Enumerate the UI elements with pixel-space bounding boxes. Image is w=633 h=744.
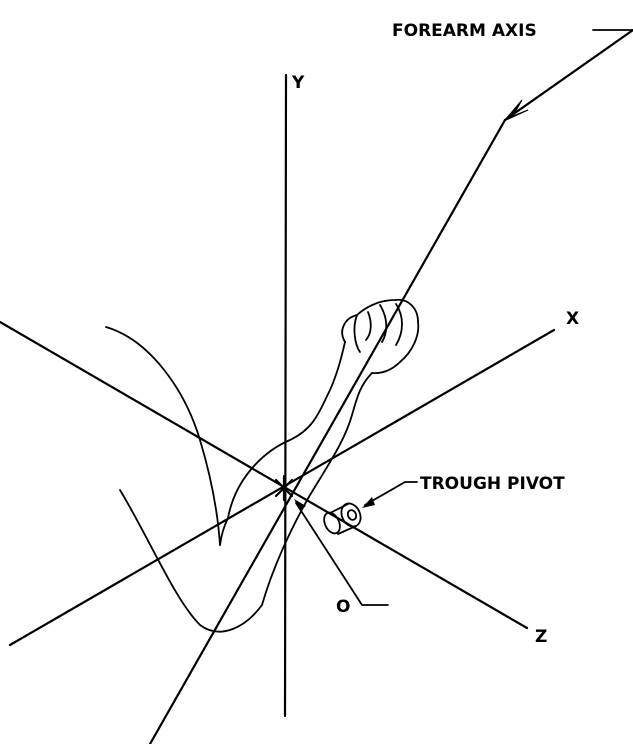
forearm-axis-line-lower: [148, 118, 507, 744]
origin-label: O: [336, 597, 350, 617]
forearm-axis-label: FOREARM AXIS: [392, 21, 537, 41]
fist-finger-crease-2: [379, 304, 388, 343]
origin-leader-arrowhead: [294, 499, 306, 510]
trough-pivot-leader: [364, 481, 418, 506]
hand-fist-outline: [341, 298, 420, 375]
upper-arm-outline: [105, 326, 221, 546]
origin-leader: [295, 502, 389, 606]
elbow-detail: [219, 517, 229, 546]
y-axis-line: [283, 73, 288, 718]
forearm-inner-contour: [261, 372, 373, 606]
fist-thumb: [353, 314, 361, 353]
trough-pivot-arrowhead: [362, 497, 375, 508]
trough-pivot-cylinder: [323, 502, 362, 535]
y-axis-label: Y: [291, 73, 305, 93]
fist-finger-crease-1: [365, 311, 372, 341]
forearm-axis-line: [503, 28, 633, 122]
z-axis-line: [0, 320, 529, 630]
origin-marker: [274, 474, 294, 502]
trough-pivot-label: TROUGH PIVOT: [420, 474, 565, 494]
x-axis-label: X: [566, 309, 579, 329]
forearm-axis-arrowhead: [503, 99, 529, 122]
upper-arm-lower-outline: [119, 489, 263, 633]
forearm-outer-contour: [227, 341, 346, 519]
z-axis-label: Z: [535, 627, 547, 647]
fist-finger-crease-3: [395, 303, 403, 346]
